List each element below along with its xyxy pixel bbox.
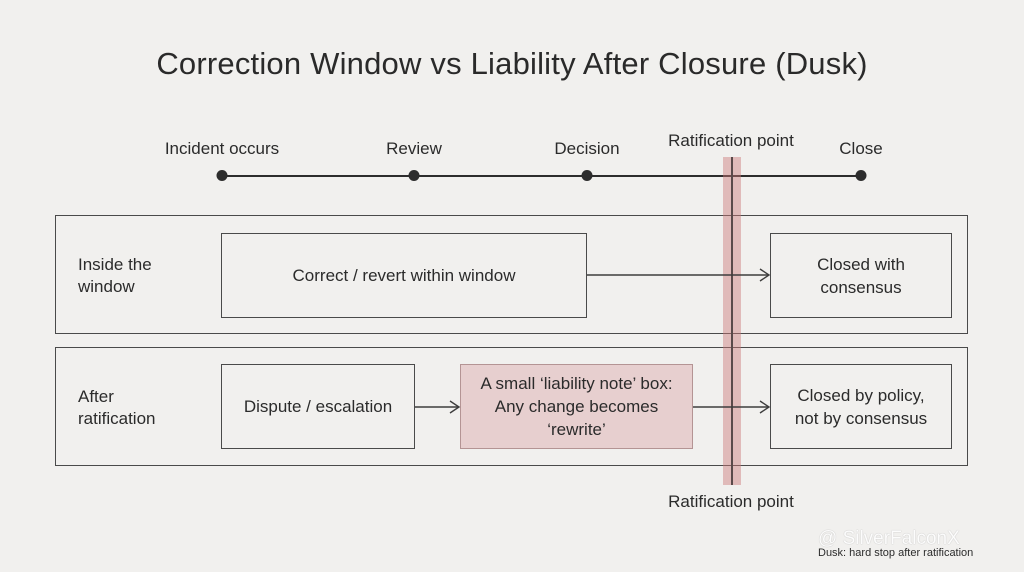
timeline-line	[222, 175, 862, 177]
timeline-label-ratification: Ratification point	[668, 131, 794, 150]
timeline-dot-incident	[216, 170, 228, 181]
band-after-ratification	[55, 347, 968, 466]
closed-policy-line1: Closed by policy,	[797, 385, 925, 405]
row-label-after-ratification: After ratification	[78, 386, 155, 430]
arrowhead-dispute-to-note	[449, 400, 461, 414]
closed-consensus-line2: consensus	[820, 277, 902, 297]
band-inside-window	[55, 215, 968, 334]
closed-consensus-line1: Closed with	[817, 254, 905, 274]
box-dispute-escalation-text: Dispute / escalation	[243, 397, 393, 416]
arrowhead-correct-to-closed	[759, 268, 771, 282]
row-label-inside-line2: window	[78, 277, 135, 296]
timeline-dot-close	[855, 170, 867, 181]
footnote: Dusk: hard stop after ratification	[818, 547, 974, 559]
box-liability-note: A small ‘liability note’ box: Any change…	[460, 364, 693, 449]
arrowhead-note-to-closed	[759, 400, 771, 414]
row-label-inside-line1: Inside the	[78, 255, 152, 274]
timeline-label-decision: Decision	[554, 139, 620, 158]
box-correct-revert-text: Correct / revert within window	[292, 266, 516, 285]
timeline-label-review: Review	[386, 139, 442, 158]
box-closed-consensus: Closed with consensus	[770, 233, 952, 318]
liability-note-line1: A small ‘liability note’ box:	[480, 374, 673, 393]
box-dispute-escalation: Dispute / escalation	[221, 364, 415, 449]
timeline-label-incident: Incident occurs	[164, 139, 280, 158]
timeline-label-close: Close	[839, 139, 883, 158]
row-label-after-line1: After	[78, 387, 114, 406]
liability-note-line2: Any change becomes	[494, 397, 659, 416]
ratification-line	[731, 157, 733, 485]
closed-policy-line2: not by consensus	[794, 408, 928, 428]
timeline-dot-review	[408, 170, 420, 181]
timeline-dot-decision	[581, 170, 593, 181]
box-correct-revert: Correct / revert within window	[221, 233, 587, 318]
box-closed-policy: Closed by policy, not by consensus	[770, 364, 952, 449]
row-label-inside-window: Inside the window	[78, 254, 152, 298]
liability-note-line3: ‘rewrite’	[547, 420, 606, 439]
diagram-title: Correction Window vs Liability After Clo…	[156, 46, 868, 81]
row-label-after-line2: ratification	[78, 409, 156, 428]
watermark: @ SilverFalconX	[818, 528, 960, 549]
ratification-label-bottom: Ratification point	[668, 492, 794, 511]
